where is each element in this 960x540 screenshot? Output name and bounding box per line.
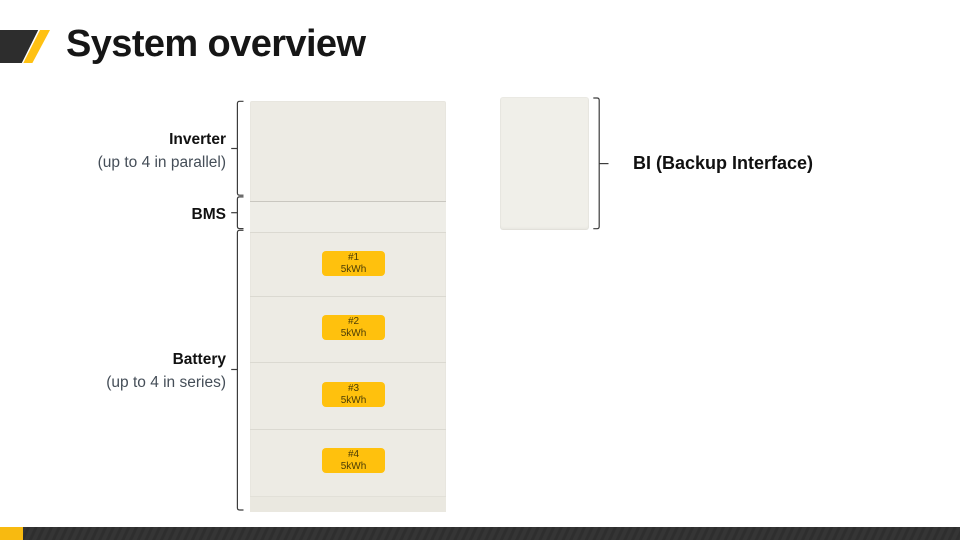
bms-brace [231,196,244,230]
battery-label: Battery (up to 4 in series) [6,348,226,394]
divider-battery-1-2 [250,296,446,297]
battery-label-name: Battery [172,351,226,368]
enclosure-tower: #1 5kWh #2 5kWh #3 5kWh #4 5kWh [250,101,446,512]
bms-label: BMS [6,203,226,226]
brand-logo-icon [0,30,50,63]
battery-module-4-id: #4 [347,449,360,460]
battery-module-3: #3 5kWh [322,382,385,407]
battery-module-2-capacity: 5kWh [340,327,367,339]
bi-label: BI (Backup Interface) [633,153,814,173]
divider-battery-2-3 [250,362,446,363]
battery-module-1-id: #1 [347,252,360,263]
battery-module-1-capacity: 5kWh [340,263,367,275]
battery-module-2: #2 5kWh [322,315,385,340]
divider-bms-battery [250,232,446,233]
bms-label-name: BMS [191,206,226,223]
inverter-label-note: (up to 4 in parallel) [97,154,226,171]
enclosure-base [250,496,446,512]
bottom-bar [0,527,960,540]
divider-inverter-bms [250,201,446,202]
battery-module-1: #1 5kWh [322,251,385,276]
inverter-label-name: Inverter [169,131,226,148]
page-title: System overview [66,23,366,65]
battery-module-4: #4 5kWh [322,448,385,473]
divider-battery-3-4 [250,429,446,430]
battery-brace [231,229,244,511]
battery-label-note: (up to 4 in series) [106,374,226,391]
inverter-label: Inverter (up to 4 in parallel) [6,128,226,174]
bottom-bar-dark [23,527,960,540]
bms-section [250,202,446,232]
bi-brace [593,97,609,230]
battery-module-4-capacity: 5kWh [340,460,367,472]
bi-box [500,97,589,230]
bottom-bar-accent [0,527,23,540]
battery-module-3-capacity: 5kWh [340,394,367,406]
inverter-brace [231,100,244,196]
battery-module-3-id: #3 [347,383,360,394]
battery-module-2-id: #2 [347,316,360,327]
